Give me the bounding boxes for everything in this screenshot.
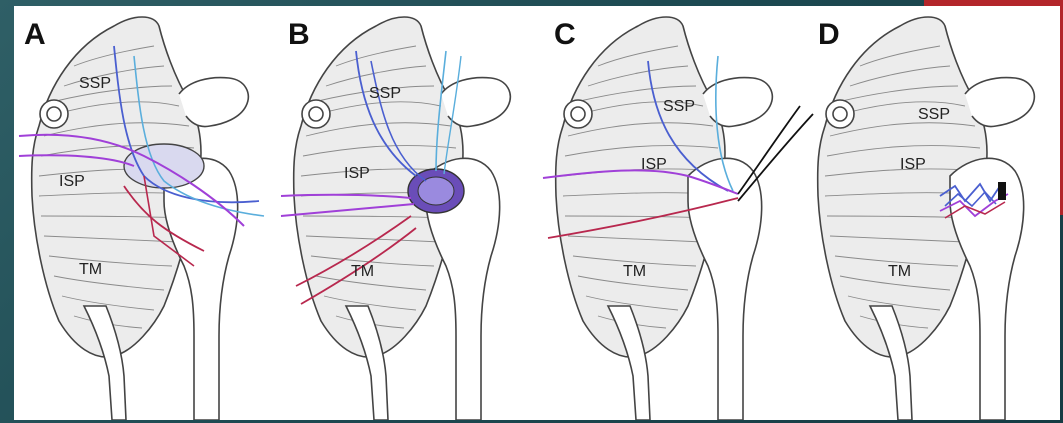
label-isp: ISP: [59, 173, 85, 190]
panel-d: D SSP ISP TM: [818, 17, 1035, 420]
panel-b: B SSP ISP TM: [281, 17, 510, 420]
panel-letter: B: [288, 18, 310, 51]
label-isp: ISP: [900, 156, 926, 173]
panel-letter: D: [818, 18, 840, 51]
panel-letter: C: [554, 18, 576, 51]
label-ssp: SSP: [79, 75, 111, 92]
suture-line: [738, 114, 813, 201]
label-ssp: SSP: [369, 85, 401, 102]
panel-c: C SSP ISP TM: [543, 17, 813, 420]
label-isp: ISP: [641, 156, 667, 173]
panel-a: A SSP ISP TM: [19, 17, 264, 420]
illustration-svg: A SSP ISP TM B SSP ISP TM C SSP ISP TM: [14, 6, 1060, 420]
label-tm: TM: [351, 263, 374, 280]
label-tm: TM: [888, 263, 911, 280]
anchor-marker: [998, 182, 1006, 200]
label-tm: TM: [79, 261, 102, 278]
label-tm: TM: [623, 263, 646, 280]
label-ssp: SSP: [918, 106, 950, 123]
label-ssp: SSP: [663, 98, 695, 115]
panel-letter: A: [24, 18, 46, 51]
figure-panels: A SSP ISP TM B SSP ISP TM C SSP ISP TM: [14, 6, 1060, 420]
label-isp: ISP: [344, 165, 370, 182]
